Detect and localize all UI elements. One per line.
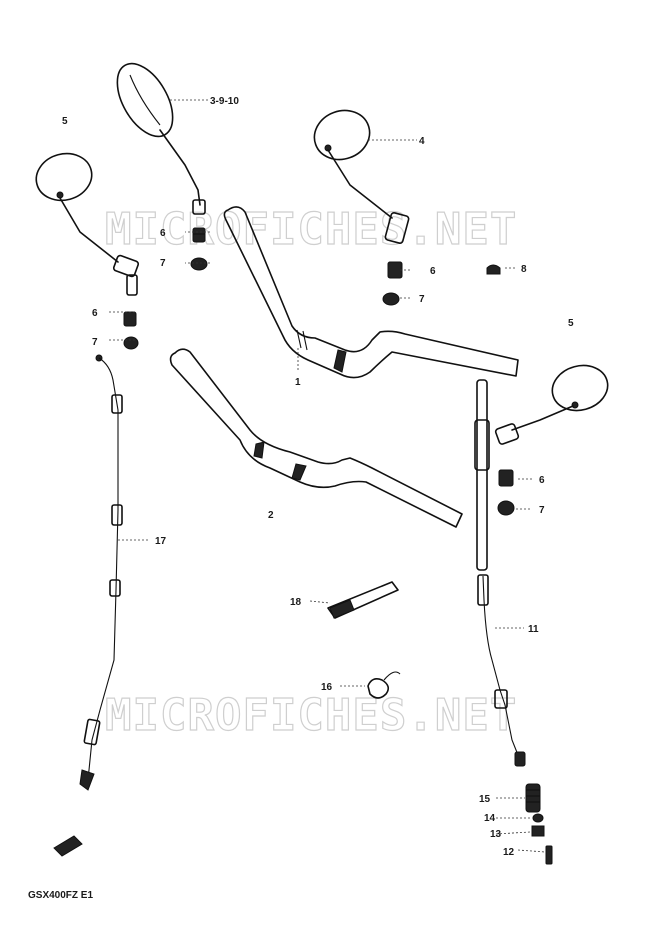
label-13: 13 — [490, 829, 502, 840]
label-7-mid: 7 — [419, 294, 425, 305]
watermark-bottom: MICROFICHES.NET — [105, 690, 517, 741]
handlebar-part-2[interactable] — [169, 348, 463, 528]
label-6-top-left: 6 — [160, 228, 166, 239]
nut-part-14[interactable] — [532, 813, 544, 823]
nut-part-7-right[interactable] — [497, 500, 515, 516]
label-6-left: 6 — [92, 308, 98, 319]
label-7-top-left: 7 — [160, 258, 166, 269]
label-11: 11 — [528, 624, 539, 635]
label-7-right: 7 — [539, 505, 545, 516]
label-12: 12 — [503, 847, 515, 858]
front-arrow-icon — [53, 835, 83, 857]
label-6-right: 6 — [539, 475, 545, 486]
label-16: 16 — [321, 682, 333, 693]
watermark-top: MICROFICHES.NET — [105, 204, 517, 255]
mirror-part-4[interactable] — [307, 103, 410, 244]
throttle-tube[interactable] — [474, 379, 490, 571]
label-3-9-10: 3-9-10 — [210, 96, 239, 107]
nut-part-7-left[interactable] — [123, 336, 139, 350]
cap-part-8[interactable] — [486, 264, 501, 275]
nut-part-6-top-left[interactable] — [192, 227, 206, 243]
label-17: 17 — [155, 536, 167, 547]
nut-part-7-mid[interactable] — [382, 292, 400, 306]
label-4: 4 — [419, 136, 425, 147]
mirror-part-5-right[interactable] — [494, 360, 613, 445]
label-18: 18 — [290, 597, 302, 608]
nut-part-6-right[interactable] — [498, 469, 514, 487]
footer-model-code: GSX400FZ E1 — [28, 890, 93, 901]
clamp-part-18[interactable] — [327, 581, 399, 619]
handlebar-part-1[interactable] — [223, 206, 519, 379]
cable-part-11[interactable] — [477, 574, 526, 767]
label-8: 8 — [521, 264, 527, 275]
nut-part-6-left[interactable] — [123, 311, 137, 327]
label-7-left: 7 — [92, 337, 98, 348]
label-15: 15 — [479, 794, 491, 805]
nut-part-6-mid[interactable] — [387, 261, 403, 279]
adjuster-part-15[interactable] — [525, 783, 541, 813]
clip-part-16[interactable] — [367, 671, 401, 699]
label-5-left: 5 — [62, 116, 68, 127]
label-5-right: 5 — [568, 318, 574, 329]
label-2: 2 — [268, 510, 274, 521]
mirror-part-5-left[interactable] — [31, 148, 140, 296]
bolt-part-12[interactable] — [545, 845, 553, 865]
label-6-mid: 6 — [430, 266, 436, 277]
label-14: 14 — [484, 813, 496, 824]
boot-part-13[interactable] — [531, 825, 545, 837]
nut-part-7-top-left[interactable] — [190, 257, 208, 271]
label-1: 1 — [295, 377, 301, 388]
cable-part-17[interactable] — [79, 354, 123, 791]
mirror-part-3-9-10[interactable] — [106, 54, 206, 215]
